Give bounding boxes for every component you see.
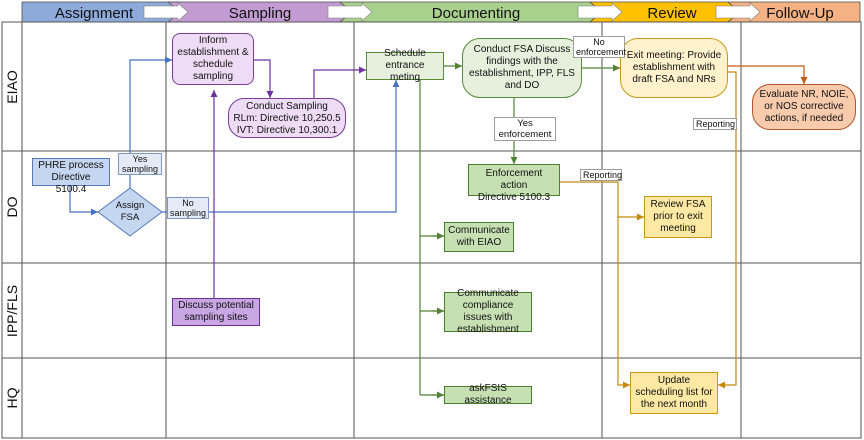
- update-scheduling-node[interactable]: Update scheduling list for the next mont…: [630, 372, 718, 414]
- label-yes-enforcement: Yes enforcement: [494, 117, 556, 141]
- phase-arrow-deco-1: [143, 2, 189, 22]
- phre-process-node[interactable]: PHRE process Directive 5100.4: [32, 158, 110, 195]
- evaluate-node[interactable]: Evaluate NR, NOIE, or NOS corrective act…: [752, 84, 856, 130]
- phase-label-review: Review: [647, 5, 696, 22]
- label-reporting-eiao: Reporting: [693, 118, 737, 130]
- lane-label-eiao: EIAO: [4, 70, 20, 104]
- connector-enforcement-to-review: [560, 181, 644, 221]
- connector-exit-to-evaluate: [728, 65, 808, 84]
- label-no-sampling: No sampling: [167, 197, 209, 219]
- assign-fsa-diamond[interactable]: [97, 187, 163, 237]
- connector-assign-to-inform: [129, 56, 172, 190]
- conduct-fsa-node[interactable]: Conduct FSA Discuss findings with the es…: [462, 38, 582, 98]
- askfsis-node[interactable]: askFSIS assistance: [444, 383, 532, 406]
- phase-label-sampling: Sampling: [229, 5, 292, 22]
- phase-label-assignment: Assignment: [55, 5, 134, 22]
- enforcement-action-directive: Directive 5100.3: [477, 192, 551, 203]
- label-no-sampling-line2: sampling: [170, 208, 207, 218]
- label-yes-sampling-line2: sampling: [121, 164, 159, 174]
- conduct-sampling-title: Conduct Sampling: [246, 101, 328, 112]
- phase-label-follow-up: Follow-Up: [766, 5, 834, 22]
- assign-fsa-label: Assign FSA: [115, 200, 145, 223]
- label-no-enforcement: No enforcement: [573, 36, 627, 58]
- label-no-sampling-line1: No: [182, 198, 194, 208]
- label-yes-enforcement-line2: enforcement: [498, 129, 552, 140]
- swimlane-frame: [1, 21, 862, 439]
- lane-label-do: DO: [4, 196, 20, 217]
- enforcement-action-title: Enforcement action: [485, 168, 543, 191]
- connector-enforcement-to-update: [617, 217, 630, 389]
- discuss-sampling-sites-node[interactable]: Discuss potential sampling sites: [172, 298, 260, 326]
- lane-label-hq: HQ: [4, 387, 20, 408]
- phase-arrow-deco-3: [577, 2, 623, 22]
- conduct-sampling-node[interactable]: Conduct Sampling RLm: Directive 10,250.5…: [228, 98, 346, 138]
- connector-inform-to-sampling: [254, 59, 274, 98]
- connector-exit-to-update: [718, 71, 737, 389]
- schedule-meeting-node[interactable]: Schedule entrance meting: [366, 48, 444, 83]
- label-no-enforcement-line1: No: [593, 37, 605, 47]
- enforcement-action-node[interactable]: Enforcement action Directive 5100.3: [468, 164, 560, 203]
- label-yes-sampling-line1: Yes: [132, 154, 148, 164]
- label-yes-enforcement-line1: Yes: [517, 118, 533, 129]
- exit-meeting-node[interactable]: Exit meeting: Provide establishment with…: [620, 38, 728, 98]
- label-reporting-do: Reporting: [580, 169, 622, 181]
- phase-arrow-deco-2: [327, 2, 373, 22]
- conduct-sampling-rlm: RLm: Directive 10,250.5: [233, 113, 341, 124]
- phase-label-documenting: Documenting: [432, 5, 520, 22]
- phase-arrow-deco-4: [715, 2, 761, 22]
- conduct-sampling-ivt: IVT: Directive 10,300.1: [236, 125, 338, 136]
- connector-assign-to-schedule: [162, 80, 400, 213]
- lane-label-ipp-fls: IPP/FLS: [4, 285, 20, 337]
- connector-phre-to-assign: [69, 186, 98, 216]
- phre-process-title: PHRE process: [38, 160, 104, 171]
- connector-schedule-to-communications: [419, 80, 444, 396]
- label-yes-sampling: Yes sampling: [118, 153, 162, 175]
- review-fsa-node[interactable]: Review FSA prior to exit meeting: [644, 196, 712, 238]
- inform-establishment-node[interactable]: Inform establishment & schedule sampling: [172, 33, 254, 85]
- connector-sampling-to-schedule: [313, 66, 366, 104]
- communicate-eiao-node[interactable]: Communicate with EIAO: [444, 222, 514, 252]
- label-no-enforcement-line2: enforcement: [576, 47, 627, 57]
- phre-process-directive: Directive 5100.4: [51, 172, 91, 195]
- communicate-compliance-node[interactable]: Communicate compliance issues with estab…: [444, 288, 532, 335]
